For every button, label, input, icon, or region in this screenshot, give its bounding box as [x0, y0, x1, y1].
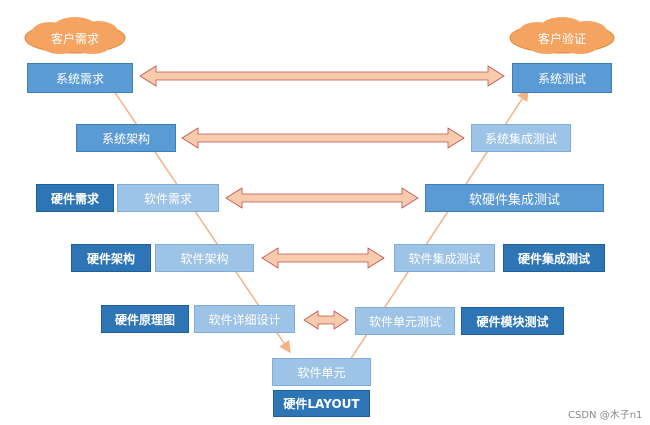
double-arrow-2	[181, 127, 465, 149]
software-architecture-box: 软件架构	[155, 244, 254, 272]
software-unit-box: 软件单元	[272, 358, 371, 386]
system-integration-test-box: 系统集成测试	[471, 124, 571, 152]
double-arrow-4	[261, 247, 385, 269]
system-test-box: 系统测试	[512, 63, 612, 93]
system-requirements-box: 系统需求	[27, 63, 133, 93]
hardware-requirements-box: 硬件需求	[36, 184, 114, 212]
hw-sw-integration-test-box: 软硬件集成测试	[425, 184, 604, 212]
software-unit-test-box: 软件单元测试	[355, 307, 455, 335]
watermark: CSDN @木子n1	[568, 410, 643, 421]
hardware-schematic-box: 硬件原理图	[101, 305, 189, 333]
hardware-layout-box: 硬件LAYOUT	[273, 390, 370, 417]
hardware-integration-test-box: 硬件集成测试	[503, 244, 605, 272]
hardware-module-test-box: 硬件模块测试	[461, 307, 564, 335]
software-integration-test-box: 软件集成测试	[394, 244, 495, 272]
software-requirements-box: 软件需求	[117, 184, 219, 212]
double-arrow-3	[225, 187, 419, 209]
double-arrow-5	[303, 310, 349, 330]
customer-verify-cloud	[509, 17, 615, 54]
software-detailed-design-box: 软件详细设计	[194, 305, 295, 333]
customer-need-cloud	[24, 17, 126, 54]
customer-verify-label: 客户验证	[537, 31, 586, 46]
system-architecture-box: 系统架构	[76, 124, 176, 152]
hardware-architecture-box: 硬件架构	[71, 244, 151, 272]
customer-need-label: 客户需求	[50, 31, 99, 46]
double-arrow-1	[139, 65, 505, 87]
